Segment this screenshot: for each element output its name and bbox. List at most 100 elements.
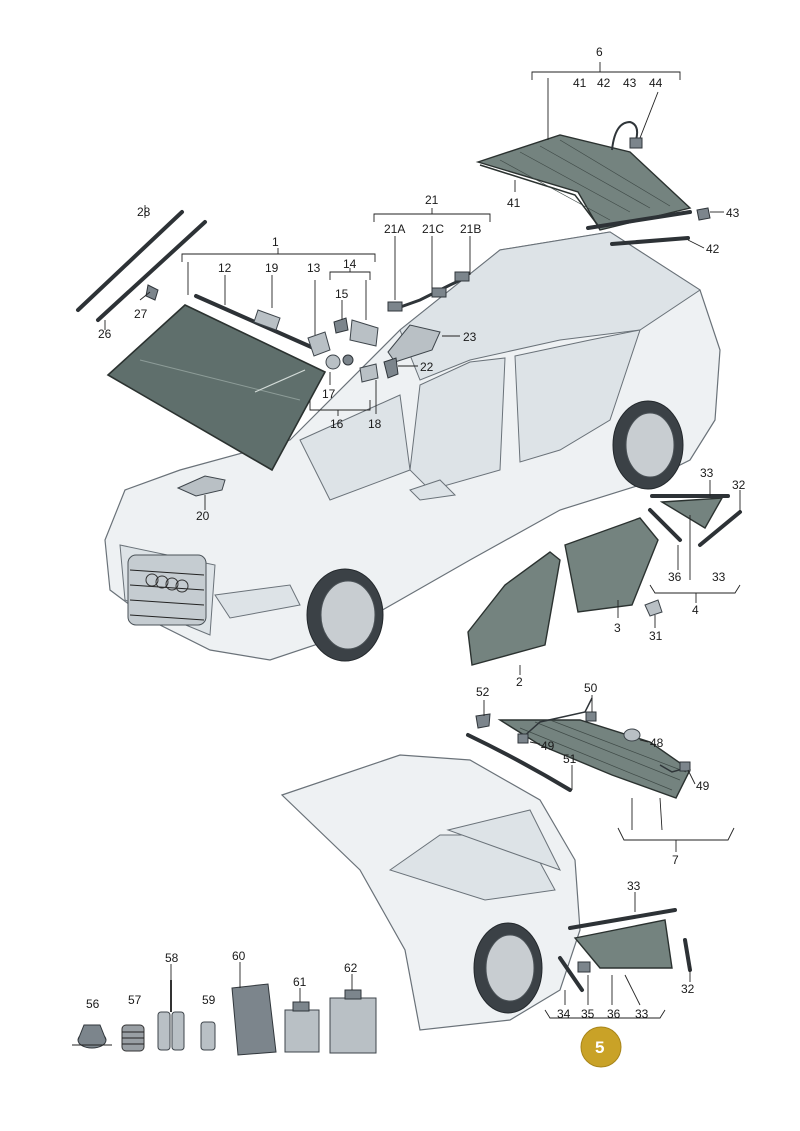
windshield-glass[interactable]: [106, 304, 327, 472]
label-21a: 21A: [384, 222, 405, 236]
label-51: 51: [563, 752, 577, 766]
label-31: 31: [649, 629, 663, 643]
estate-rear-wheel: [473, 922, 543, 1014]
heating-cable-44[interactable]: [611, 120, 643, 151]
label-26: 26: [98, 327, 112, 341]
label-32-a: 32: [732, 478, 746, 492]
spool-57[interactable]: [121, 1024, 145, 1052]
label-32-b: 32: [681, 982, 695, 996]
label-41-top: 41: [573, 76, 587, 90]
front-door-glass-2[interactable]: [467, 551, 561, 666]
label-33-b: 33: [712, 570, 726, 584]
adhesive-tube-56[interactable]: [72, 1024, 112, 1049]
rear-window-glass-7[interactable]: [497, 719, 691, 799]
label-33-d: 33: [635, 1007, 649, 1021]
sunroof-seal[interactable]: [586, 210, 692, 230]
label-28: 28: [137, 205, 151, 219]
label-14: 14: [343, 257, 357, 271]
canister-62[interactable]: [329, 989, 377, 1054]
clip-43[interactable]: [696, 207, 711, 221]
estate-quarter-glass[interactable]: [573, 919, 673, 969]
estate-seal-33[interactable]: [568, 908, 677, 930]
cartridge-58[interactable]: [157, 980, 185, 1051]
label-48: 48: [650, 736, 664, 750]
label-42: 42: [706, 242, 720, 256]
rear-door-glass-3[interactable]: [564, 517, 659, 613]
label-3: 3: [614, 621, 621, 635]
label-21c: 21C: [422, 222, 444, 236]
label-20: 20: [196, 509, 210, 523]
badge-number: 5: [595, 1038, 604, 1057]
label-23: 23: [463, 330, 477, 344]
label-4: 4: [692, 603, 699, 617]
sunroof-strip-42[interactable]: [610, 236, 690, 246]
label-1: 1: [272, 235, 279, 249]
label-21: 21: [425, 193, 439, 207]
label-42-top: 42: [597, 76, 611, 90]
label-36-a: 36: [668, 570, 682, 584]
sensor-15[interactable]: [333, 317, 349, 334]
label-56: 56: [86, 997, 100, 1011]
page-badge: 5: [580, 1026, 622, 1068]
trim-strip-26[interactable]: [96, 220, 207, 322]
ring-17[interactable]: [325, 354, 354, 370]
label-62: 62: [344, 961, 358, 975]
trim-strip-28[interactable]: [76, 210, 184, 312]
label-34: 34: [557, 1007, 571, 1021]
clip-27[interactable]: [145, 284, 159, 301]
stop-52[interactable]: [475, 713, 491, 729]
label-57: 57: [128, 993, 142, 1007]
label-6: 6: [596, 45, 603, 59]
sensor-13[interactable]: [307, 331, 331, 357]
sunroof-glass[interactable]: [475, 134, 692, 231]
stop-31[interactable]: [644, 599, 663, 617]
callout-labels: 1 12 19 13 14 15 17 16 18 28 27 26 21 21…: [86, 45, 746, 1021]
label-49-a: 49: [541, 739, 555, 753]
label-59: 59: [202, 993, 216, 1007]
housing-14[interactable]: [349, 319, 379, 347]
label-17: 17: [322, 387, 336, 401]
connector-18[interactable]: [359, 363, 379, 383]
label-33-c: 33: [627, 879, 641, 893]
leader-lines: [104, 62, 741, 1019]
wiring-21[interactable]: [387, 271, 470, 312]
car-grille: [127, 554, 207, 626]
estate-clip-35[interactable]: [577, 961, 591, 973]
label-35: 35: [581, 1007, 595, 1021]
car-rear-wheel: [612, 400, 684, 490]
label-41: 41: [507, 196, 521, 210]
holder-20[interactable]: [176, 475, 226, 497]
estate-car-illustration: [280, 754, 581, 1031]
bracket-22[interactable]: [383, 357, 399, 379]
estate-seal-32[interactable]: [683, 938, 692, 972]
label-18: 18: [368, 417, 382, 431]
label-13: 13: [307, 261, 321, 275]
label-58: 58: [165, 951, 179, 965]
label-44: 44: [649, 76, 663, 90]
label-52: 52: [476, 685, 490, 699]
label-22: 22: [420, 360, 434, 374]
label-19: 19: [265, 261, 279, 275]
label-21b: 21B: [460, 222, 481, 236]
label-12: 12: [218, 261, 232, 275]
cleaning-pack-60[interactable]: [231, 983, 277, 1056]
quarter-glass-4[interactable]: [659, 497, 724, 529]
label-16: 16: [330, 417, 344, 431]
label-43-top: 43: [623, 76, 637, 90]
label-7: 7: [672, 853, 679, 867]
estate-seal-34[interactable]: [558, 956, 584, 992]
bracket-19[interactable]: [253, 309, 281, 331]
rear-strip-51[interactable]: [466, 733, 572, 792]
primer-bottle-59[interactable]: [200, 1021, 216, 1051]
mount-48[interactable]: [623, 728, 641, 742]
label-43: 43: [726, 206, 740, 220]
seal-36[interactable]: [648, 508, 682, 542]
label-33-a: 33: [700, 466, 714, 480]
rear-cable-50[interactable]: [517, 697, 597, 744]
seal-32[interactable]: [698, 510, 742, 547]
label-60: 60: [232, 949, 246, 963]
connector-49[interactable]: [659, 761, 691, 773]
canister-61[interactable]: [284, 1001, 320, 1053]
label-27: 27: [134, 307, 148, 321]
